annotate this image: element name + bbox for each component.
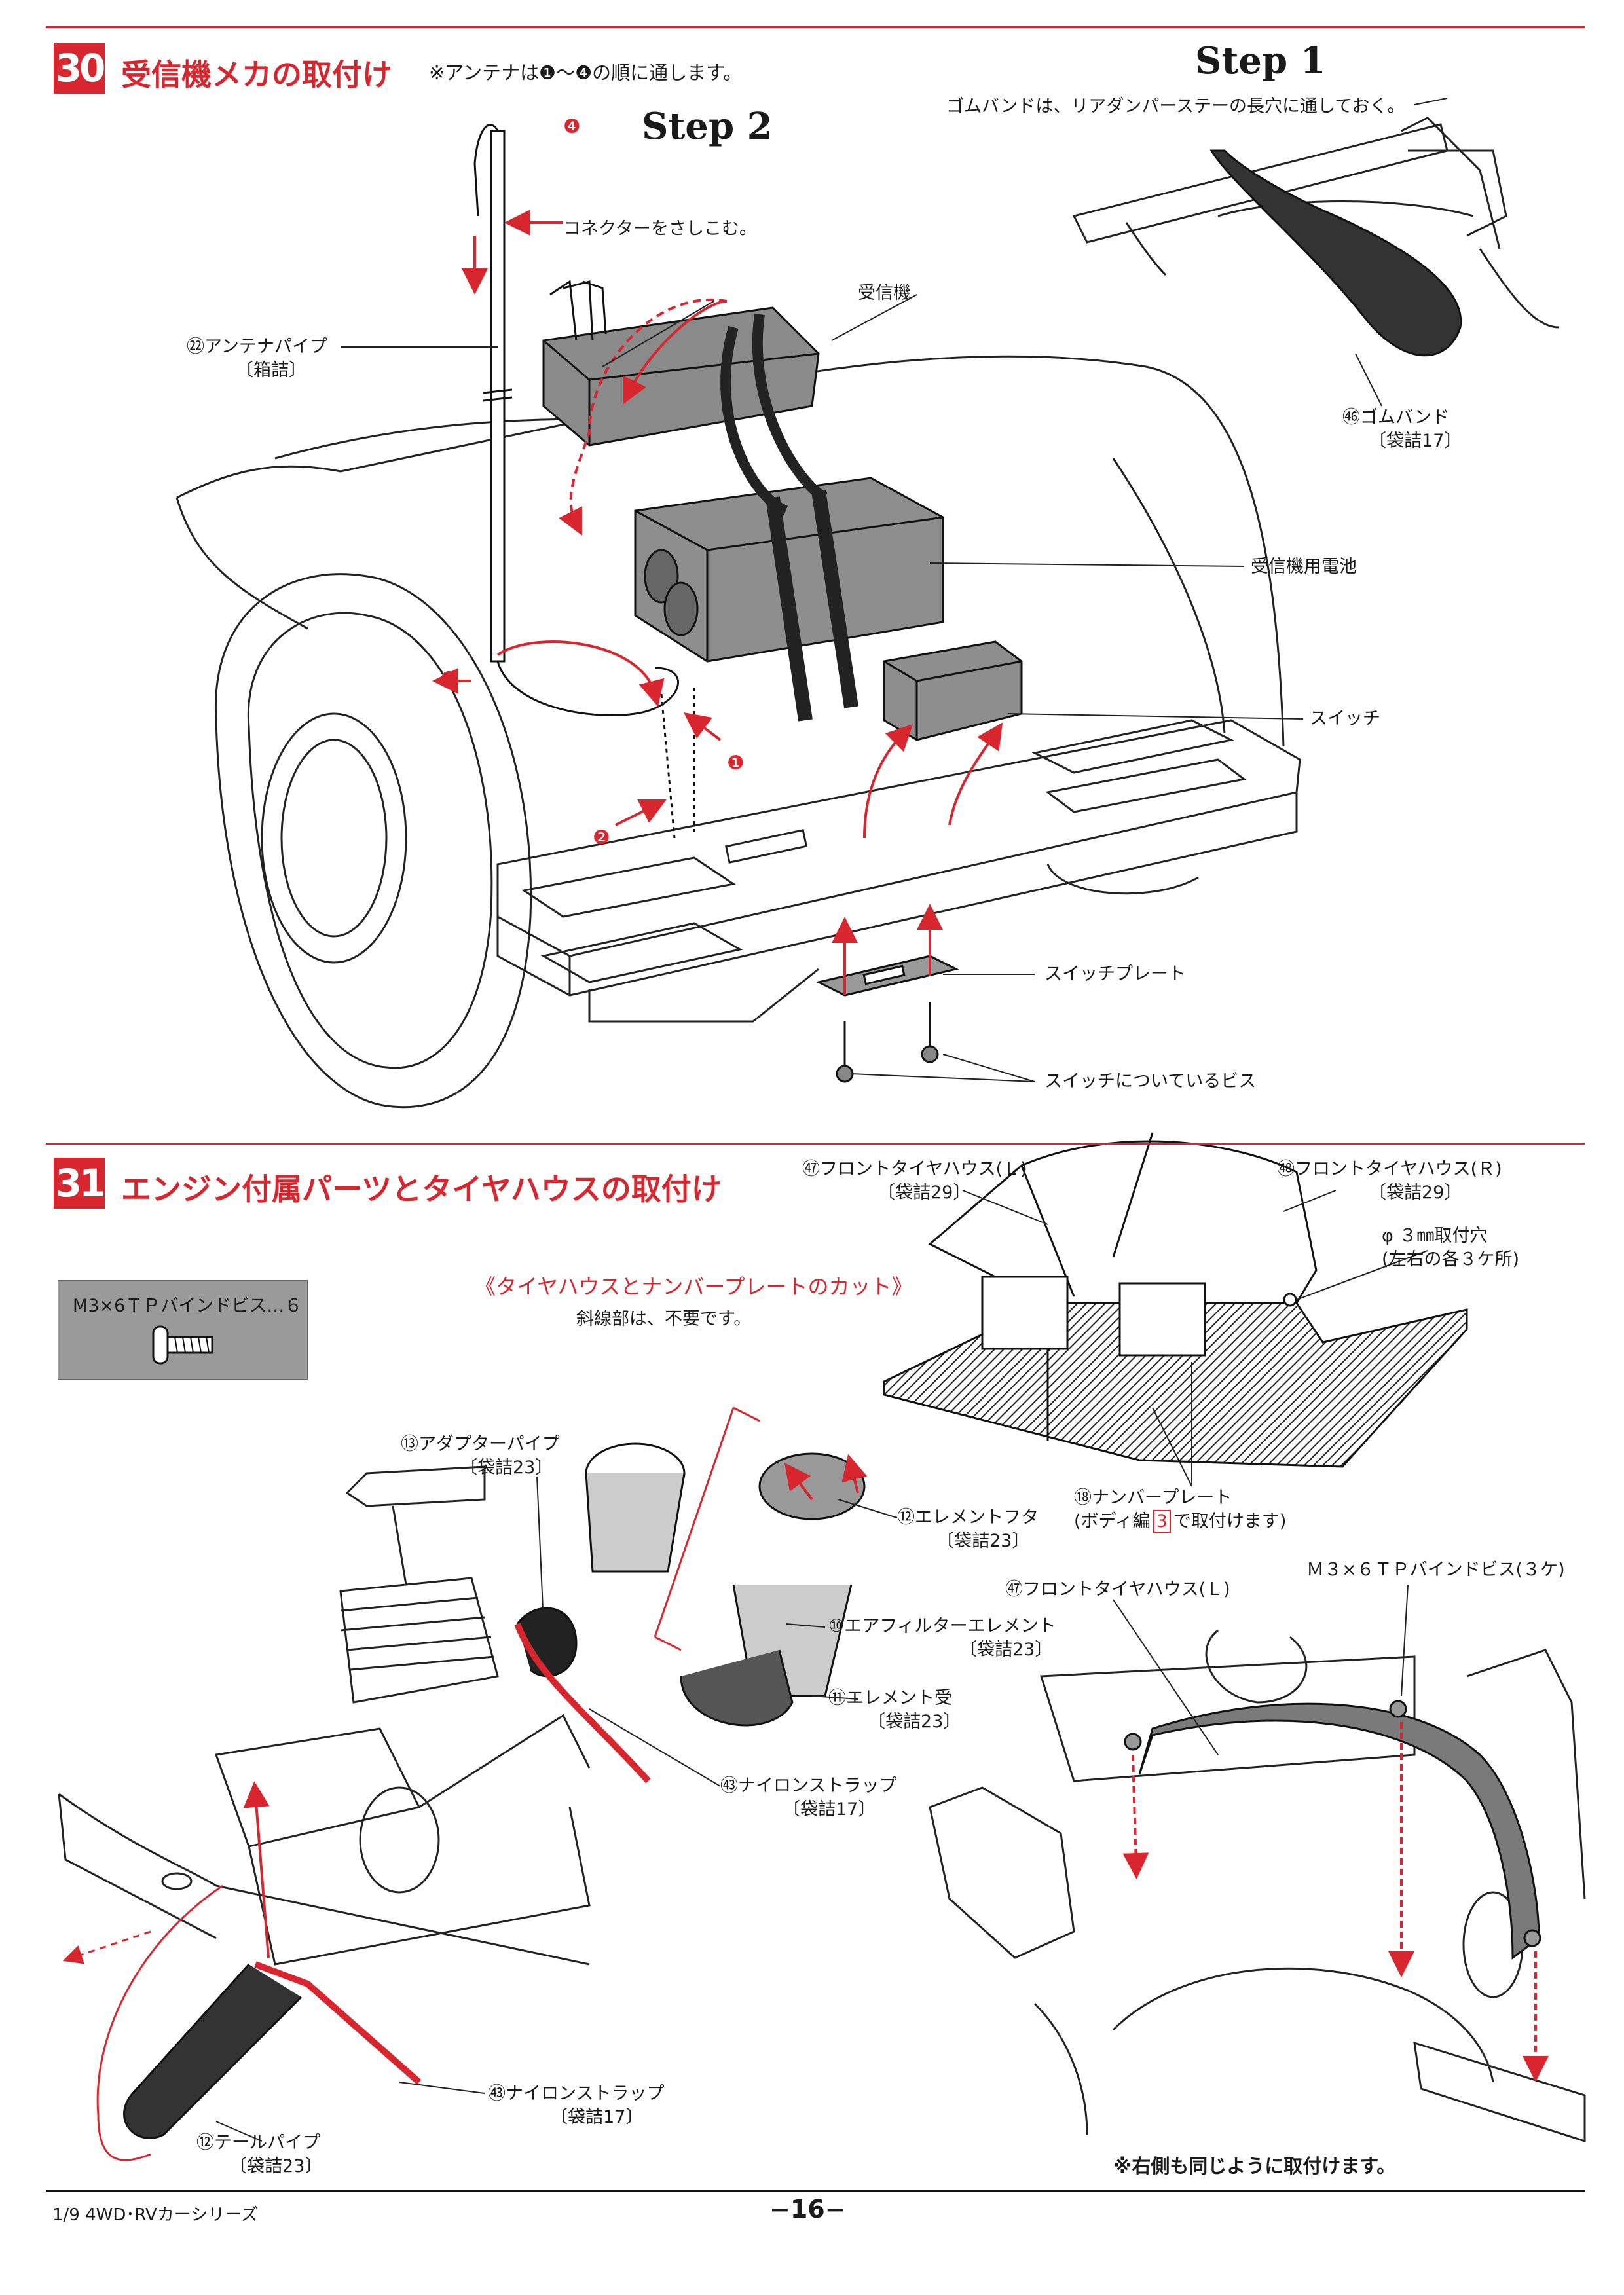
cut-title: 《タイヤハウスとナンバープレートのカット》 (475, 1274, 913, 1299)
leaders-30 (341, 98, 1448, 1082)
marker-1: ❶ (727, 752, 745, 775)
switch-plate-drawing (815, 955, 959, 1083)
label-front-tire-house-l-2: ㊼フロントタイヤハウス(Ｌ) (1005, 1579, 1230, 1600)
label-battery: 受信機用電池 (1251, 557, 1357, 577)
label-rubber-band: ㊻ゴムバンド 〔袋詰17〕 (1342, 407, 1462, 451)
label-air-filter: ⑩エアフィルターエレメント 〔袋詰23〕 (828, 1616, 1056, 1660)
marker-2: ❷ (593, 826, 610, 849)
receiver-drawing (542, 280, 820, 447)
parts-box-label: M3×6ＴＰバインドビス…６ (73, 1296, 303, 1316)
rubber-band-drawing (1209, 149, 1462, 357)
battery-drawing (634, 313, 944, 722)
label-switch-plate: スイッチプレート (1044, 964, 1186, 984)
label-front-tire-house-r: ㊽フロントタイヤハウス(Ｒ) 〔袋詰29〕 (1277, 1159, 1502, 1203)
label-switch-screw: スイッチについているビス (1044, 1071, 1257, 1092)
screws-31 (1124, 1700, 1541, 1947)
antenna-pipe-drawing (473, 124, 695, 839)
arrows-31 (243, 1454, 868, 1958)
section-31-title: エンジン付属パーツとタイヤハウスの取付け (121, 1171, 722, 1207)
front-assembly-drawing (929, 1629, 1586, 2143)
screw-icon (152, 1325, 213, 1365)
tire-house-cut-drawing (883, 1132, 1468, 1468)
label-nylon-strap-1: ㊸ナイロンストラップ 〔袋詰17〕 (720, 1776, 897, 1820)
note-same-right: ※右側も同じように取付けます。 (1113, 2155, 1396, 2177)
step-30-number: 30 (54, 43, 105, 94)
label-element-cover: ⑫エレメントフタ 〔袋詰23〕 (897, 1507, 1039, 1551)
label-front-tire-house-l: ㊼フロントタイヤハウス(Ｌ) 〔袋詰29〕 (802, 1159, 1027, 1203)
tire-house-part (1138, 1702, 1540, 1960)
arrows-31-right (1122, 1722, 1549, 2082)
label-nylon-strap-2: ㊸ナイロンストラップ 〔袋詰17〕 (488, 2084, 665, 2127)
mid-rule (46, 1143, 1585, 1145)
marker-4: ❹ (563, 115, 581, 138)
label-element-holder: ⑪エレメント受 〔袋詰23〕 (828, 1688, 961, 1732)
step-1-title: Step 1 (1195, 39, 1326, 83)
page-number: −16− (769, 2195, 846, 2224)
label-switch: スイッチ (1310, 708, 1380, 729)
air-filter-drawing (585, 1442, 866, 1727)
chassis-drawing (175, 117, 1559, 1109)
adapter-strap-drawing (123, 1607, 651, 2139)
label-screw-3: Ｍ３×６ＴＰバインドビス(３ケ) (1306, 1560, 1565, 1580)
step-1-text: ゴムバンドは、リアダンパーステーの長穴に通しておく。 (946, 96, 1405, 117)
leaders-31-right (1113, 1584, 1409, 1755)
label-antenna-pipe: ㉒アンテナパイプ 〔箱詰〕 (187, 337, 327, 380)
tail-hose (96, 1884, 223, 2161)
section-30-note: ※アンテナは❶～❹の順に通します。 (429, 62, 743, 84)
marker-3: ❸ (440, 668, 458, 691)
step-31-number: 31 (54, 1158, 105, 1209)
section-30-title: 受信機メカの取付け (121, 57, 392, 92)
step-2-title: Step 2 (642, 105, 773, 148)
leaders-31-left (215, 1476, 898, 2142)
footer-rule (46, 2190, 1585, 2192)
engine-drawing (58, 1465, 591, 1966)
label-receiver: 受信機 (858, 283, 911, 303)
cut-text: 斜線部は、不要です。 (576, 1309, 752, 1329)
label-hole: φ ３㎜取付穴 (左右の各３ケ所) (1382, 1226, 1520, 1270)
parts-box: M3×6ＴＰバインドビス…６ (58, 1280, 308, 1380)
label-connector: コネクターをさしこむ。 (563, 219, 757, 239)
filter-bracket (654, 1407, 735, 1638)
arrows-30 (432, 210, 1003, 995)
switch-drawing (883, 640, 1023, 741)
label-adapter-pipe: ⑬アダプターパイプ 〔袋詰23〕 (401, 1434, 560, 1478)
leaders-31-top (962, 1190, 1428, 1487)
footer-series: 1/9 4WD･RVカーシリーズ (52, 2205, 258, 2225)
label-tail-pipe: ⑫テールパイプ 〔袋詰23〕 (196, 2133, 323, 2176)
top-rule (46, 26, 1585, 28)
